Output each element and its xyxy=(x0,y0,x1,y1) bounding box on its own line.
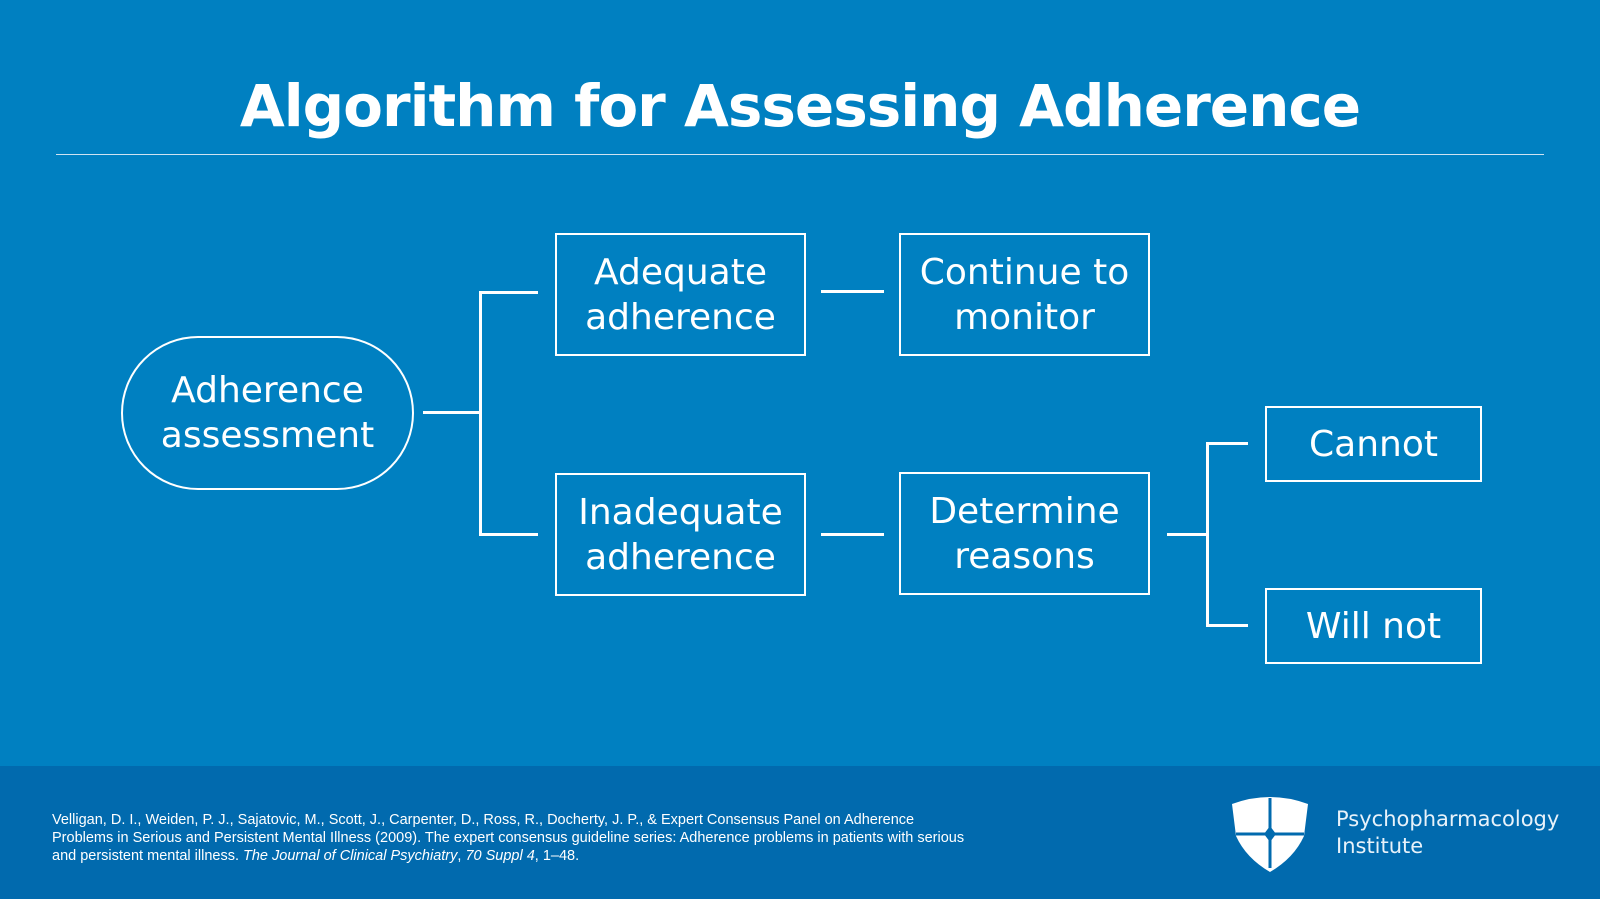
logo-line-1: Psychopharmacology xyxy=(1336,807,1560,831)
node-adherence-assessment: Adherence assessment xyxy=(121,336,414,490)
connector xyxy=(1206,624,1248,627)
connector xyxy=(1206,442,1248,445)
citation-pages: , 1–48. xyxy=(534,848,580,864)
citation-separator: , xyxy=(457,848,466,864)
node-determine-reasons: Determine reasons xyxy=(899,472,1150,595)
citation-journal: The Journal of Clinical Psychiatry xyxy=(243,848,458,864)
shield-logo-icon xyxy=(1232,797,1308,872)
footer: Velligan, D. I., Weiden, P. J., Sajatovi… xyxy=(0,766,1600,899)
connector xyxy=(423,411,480,414)
node-adequate-adherence: Adequate adherence xyxy=(555,233,806,356)
node-inadequate-adherence: Inadequate adherence xyxy=(555,473,806,596)
citation-text: Velligan, D. I., Weiden, P. J., Sajatovi… xyxy=(52,812,965,864)
connector xyxy=(821,290,884,293)
connector xyxy=(821,533,884,536)
connector xyxy=(479,291,538,294)
citation: Velligan, D. I., Weiden, P. J., Sajatovi… xyxy=(52,811,972,865)
node-continue-to-monitor: Continue to monitor xyxy=(899,233,1150,356)
connector xyxy=(479,291,482,535)
page-title: Algorithm for Assessing Adherence xyxy=(239,72,1361,140)
node-will-not: Will not xyxy=(1265,588,1482,664)
node-cannot: Cannot xyxy=(1265,406,1482,482)
connector xyxy=(1206,442,1209,626)
citation-volume: 70 Suppl 4 xyxy=(465,848,535,864)
connector xyxy=(1167,533,1207,536)
logo-line-2: Institute xyxy=(1336,834,1424,858)
title-divider xyxy=(56,154,1544,155)
connector xyxy=(479,533,538,536)
logo-text: Psychopharmacology Institute xyxy=(1336,806,1559,860)
